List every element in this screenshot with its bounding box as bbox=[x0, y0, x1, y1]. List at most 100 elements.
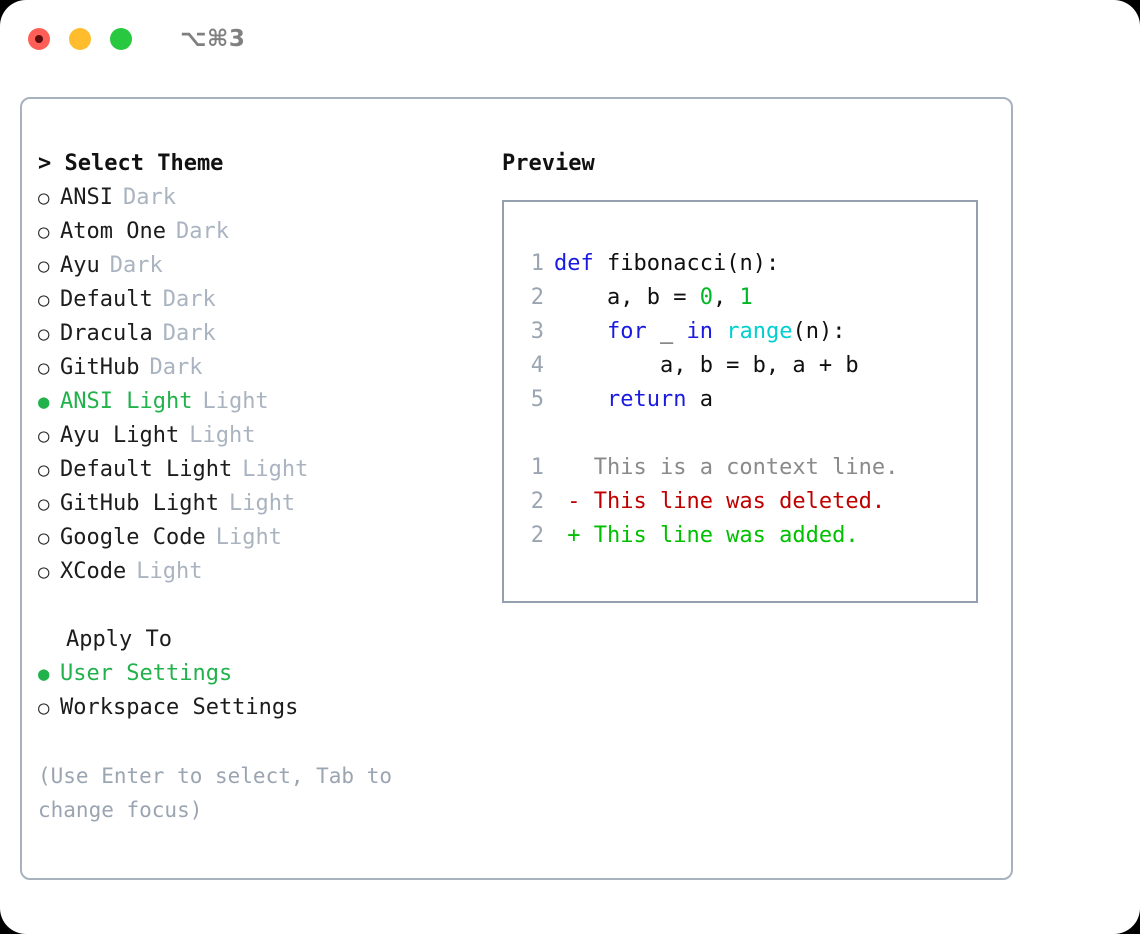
theme-name-label: Default bbox=[60, 287, 153, 312]
theme-kind-label: Light bbox=[202, 389, 269, 414]
line-number: 4 bbox=[530, 353, 544, 378]
apply-to-option-row[interactable]: ○Workspace Settings bbox=[38, 691, 486, 725]
code-line: 4 a, b = b, a + b bbox=[522, 349, 976, 383]
code-token bbox=[594, 251, 607, 276]
theme-name-label: Ayu bbox=[60, 253, 100, 278]
preview-spacer bbox=[522, 417, 976, 451]
theme-option-row[interactable]: ● ANSI Light Light bbox=[38, 385, 486, 419]
keyboard-hint-text: (Use Enter to select, Tab to change focu… bbox=[38, 764, 393, 822]
radio-unselected-icon[interactable]: ○ bbox=[38, 255, 50, 277]
theme-name-label: GitHub bbox=[60, 355, 140, 380]
theme-name-label: ANSI Light bbox=[60, 389, 193, 414]
radio-unselected-icon[interactable]: ○ bbox=[38, 697, 50, 719]
apply-to-heading: Apply To bbox=[66, 627, 172, 652]
code-token: 1 bbox=[739, 285, 753, 310]
select-theme-heading: > Select Theme bbox=[38, 151, 224, 176]
radio-unselected-icon[interactable]: ○ bbox=[38, 459, 50, 481]
code-token bbox=[554, 319, 607, 344]
maximize-window-button[interactable] bbox=[110, 28, 132, 50]
apply-to-label: User Settings bbox=[60, 661, 233, 686]
code-token: def bbox=[554, 251, 594, 276]
radio-unselected-icon[interactable]: ○ bbox=[38, 561, 50, 583]
code-line: 3 for _ in range(n): bbox=[522, 315, 976, 349]
radio-unselected-icon[interactable]: ○ bbox=[38, 357, 50, 379]
code-token: return bbox=[606, 387, 687, 412]
radio-unselected-icon[interactable]: ○ bbox=[38, 493, 50, 515]
radio-selected-icon[interactable]: ● bbox=[38, 391, 50, 413]
radio-unselected-icon[interactable]: ○ bbox=[38, 527, 50, 549]
theme-name-label: Atom One bbox=[60, 219, 166, 244]
theme-option-row[interactable]: ○ Ayu Dark bbox=[38, 249, 486, 283]
title-bar: ⌥⌘3 bbox=[0, 0, 1140, 78]
radio-unselected-icon[interactable]: ○ bbox=[38, 425, 50, 447]
theme-name-label: Google Code bbox=[60, 525, 206, 550]
apply-to-option-row[interactable]: ● User Settings bbox=[38, 657, 486, 691]
diff-text: This is a context line. bbox=[554, 455, 899, 480]
theme-kind-label: Dark bbox=[109, 253, 163, 278]
diff-line: 1 This is a context line. bbox=[522, 451, 976, 485]
code-line: 1 def fibonacci(n): bbox=[522, 247, 976, 281]
code-token: in bbox=[686, 319, 713, 344]
radio-unselected-icon[interactable]: ○ bbox=[38, 323, 50, 345]
radio-selected-icon[interactable]: ● bbox=[38, 663, 50, 685]
theme-kind-label: Light bbox=[215, 525, 282, 550]
apply-to-section: Apply To ● User Settings ○Workspace Settin… bbox=[38, 623, 486, 725]
theme-kind-label: Dark bbox=[162, 287, 216, 312]
minimize-window-button[interactable] bbox=[69, 28, 91, 50]
theme-name-label: Dracula bbox=[60, 321, 153, 346]
theme-option-row[interactable]: ○ XCode Light bbox=[38, 555, 486, 589]
line-number: 1 bbox=[530, 251, 544, 276]
code-token: _ bbox=[646, 319, 687, 344]
theme-name-label: XCode bbox=[60, 559, 127, 584]
diff-line: 2 + This line was added. bbox=[522, 519, 976, 553]
theme-name-label: GitHub Light bbox=[60, 491, 219, 516]
theme-option-row[interactable]: ○ Google Code Light bbox=[38, 521, 486, 555]
code-token: range bbox=[726, 319, 793, 344]
line-number: 5 bbox=[530, 387, 544, 412]
code-token: fibonacci(n): bbox=[607, 251, 780, 276]
theme-kind-label: Dark bbox=[122, 185, 176, 210]
diff-sample: 1 This is a context line. 2 - This line w… bbox=[522, 451, 976, 553]
theme-option-row[interactable]: ○ Default Dark bbox=[38, 283, 486, 317]
line-number: 2 bbox=[530, 489, 544, 514]
radio-unselected-icon[interactable]: ○ bbox=[38, 289, 50, 311]
radio-unselected-icon[interactable]: ○ bbox=[38, 221, 50, 243]
close-window-button[interactable] bbox=[28, 28, 50, 50]
line-number: 2 bbox=[530, 285, 544, 310]
theme-option-row[interactable]: ○ Dracula Dark bbox=[38, 317, 486, 351]
diff-text: - This line was deleted. bbox=[554, 489, 886, 514]
code-token: a, b = bbox=[554, 285, 700, 310]
theme-kind-label: Dark bbox=[162, 321, 216, 346]
line-number: 3 bbox=[530, 319, 544, 344]
code-token bbox=[554, 387, 607, 412]
code-token: 0 bbox=[699, 285, 713, 310]
preview-heading: Preview bbox=[502, 151, 595, 176]
code-line: 2 a, b = 0, 1 bbox=[522, 281, 976, 315]
theme-kind-label: Light bbox=[136, 559, 203, 584]
code-token bbox=[713, 319, 726, 344]
radio-unselected-icon[interactable]: ○ bbox=[38, 187, 50, 209]
code-token: a bbox=[686, 387, 713, 412]
theme-name-label: Ayu Light bbox=[60, 423, 180, 448]
theme-name-label: Default Light bbox=[60, 457, 233, 482]
code-token: (n): bbox=[792, 319, 846, 344]
keyboard-shortcut-label: ⌥⌘3 bbox=[180, 26, 246, 52]
apply-to-list[interactable]: ● User Settings ○Workspace Settings bbox=[38, 657, 486, 725]
code-line: 5 return a bbox=[522, 383, 976, 417]
code-token: , bbox=[712, 285, 740, 310]
line-number: 2 bbox=[530, 523, 544, 548]
